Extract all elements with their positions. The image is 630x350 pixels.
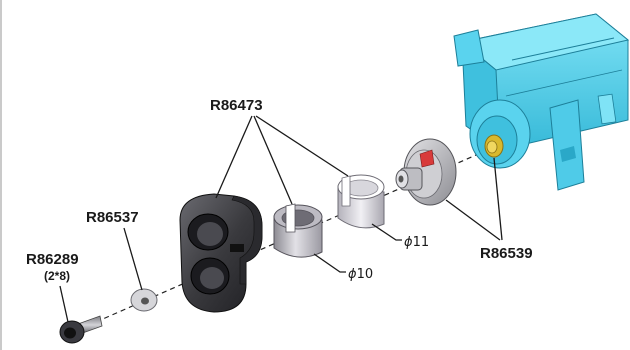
leader-clamp-to-sleeve-large bbox=[255, 115, 349, 177]
leader-clamp-to-block bbox=[215, 115, 253, 199]
washer bbox=[130, 288, 158, 312]
cap-screw bbox=[59, 315, 103, 344]
leader-clamp-to-sleeve-small bbox=[253, 115, 293, 205]
dim-11-symbol: ϕ bbox=[404, 235, 413, 250]
sleeve-large bbox=[337, 174, 385, 229]
label-clamp-part: R86473 bbox=[210, 97, 263, 114]
label-horn-part: R86539 bbox=[480, 245, 533, 262]
leader-dim-10 bbox=[313, 253, 346, 273]
leader-washer bbox=[123, 227, 143, 291]
label-dim-11: ϕ11 bbox=[404, 235, 429, 250]
leader-horn bbox=[445, 199, 501, 241]
servo-horn bbox=[395, 138, 457, 206]
servo-motor bbox=[453, 13, 630, 191]
label-screw-part: R86289 bbox=[26, 251, 79, 268]
leader-spline bbox=[493, 157, 503, 241]
output-spline bbox=[484, 134, 504, 158]
clamp-block bbox=[179, 193, 263, 313]
leader-dim-11 bbox=[371, 223, 402, 241]
sleeve-small bbox=[273, 203, 323, 258]
dim-10-symbol: ϕ bbox=[348, 267, 357, 282]
label-dim-10: ϕ10 bbox=[348, 267, 373, 282]
dim-10-value: 10 bbox=[357, 267, 374, 282]
label-screw-size: (2*8) bbox=[44, 269, 70, 283]
leader-screw bbox=[59, 285, 69, 323]
label-washer-part: R86537 bbox=[86, 209, 139, 226]
dim-11-value: 11 bbox=[413, 235, 430, 250]
